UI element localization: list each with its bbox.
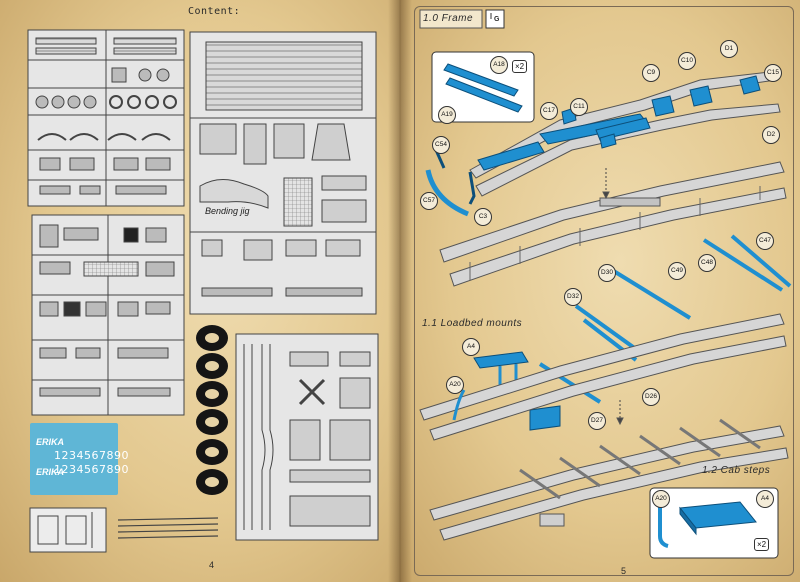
callout-C47: C47 [756,232,774,250]
callout-D27: D27 [588,412,606,430]
multiplier-cab-steps: ×2 [754,538,770,551]
sprue-loadbed [189,31,377,315]
decal-digits-1: 1234567890 [54,449,129,462]
sprue-clear-parts [29,507,107,553]
glue-icon: G [494,16,500,23]
contents-title: Content: [188,6,241,17]
callout-A20: A20 [446,376,464,394]
brass-wires [117,517,219,539]
callout-C17: C17 [540,102,558,120]
callout-C11: C11 [570,98,588,116]
page-number-right: 5 [621,566,627,576]
callout-C3: C3 [474,208,492,226]
tyres [196,325,228,495]
callout-C10: C10 [678,52,696,70]
section-title-loadbed-mounts: 1.1 Loadbed mounts [422,318,523,329]
decal-digits-2: 1234567890 [54,463,129,476]
final-frame-assembly [429,400,789,541]
callout-C49: C49 [668,262,686,280]
callout-cab-A20: A20 [652,490,670,508]
decal-sheet: ERIKA ERIKA 1234567890 1234567890 [30,423,129,495]
section-title-cab-steps: 1.2 Cab steps [702,465,771,476]
bending-jig-label: Bending jig [205,206,250,216]
callout-C54: C54 [432,136,450,154]
callout-D26: D26 [642,388,660,406]
sprue-chassis [235,333,379,541]
callout-A19: A19 [438,106,456,124]
section-title-frame: 1.0 Frame [423,13,474,24]
right-page-border [414,6,794,576]
sprue-top-left [27,29,185,207]
callout-C48: C48 [698,254,716,272]
section-1-title-box [419,9,505,29]
callout-cab-A4: A4 [756,490,774,508]
decal-word-1: ERIKA [36,437,65,447]
decal-word-2: ERIKA [36,467,65,477]
callout-A4: A4 [462,338,480,356]
callout-A18: A18 [490,56,508,74]
callout-C9: C9 [642,64,660,82]
callout-C57: C57 [420,192,438,210]
multiplier-frame: ×2 [512,60,528,73]
page-gutter [388,0,412,582]
loadbed-assembly [419,234,792,441]
callout-D2: D2 [762,126,780,144]
callout-C15: C15 [764,64,782,82]
inset-box-frame [431,51,535,123]
inset-box-cab-steps [649,487,779,559]
callout-D32: D32 [564,288,582,306]
sprue-mid-left [31,214,185,416]
callout-D1: D1 [720,40,738,58]
callout-D30: D30 [598,264,616,282]
page-number-left: 4 [209,560,215,570]
